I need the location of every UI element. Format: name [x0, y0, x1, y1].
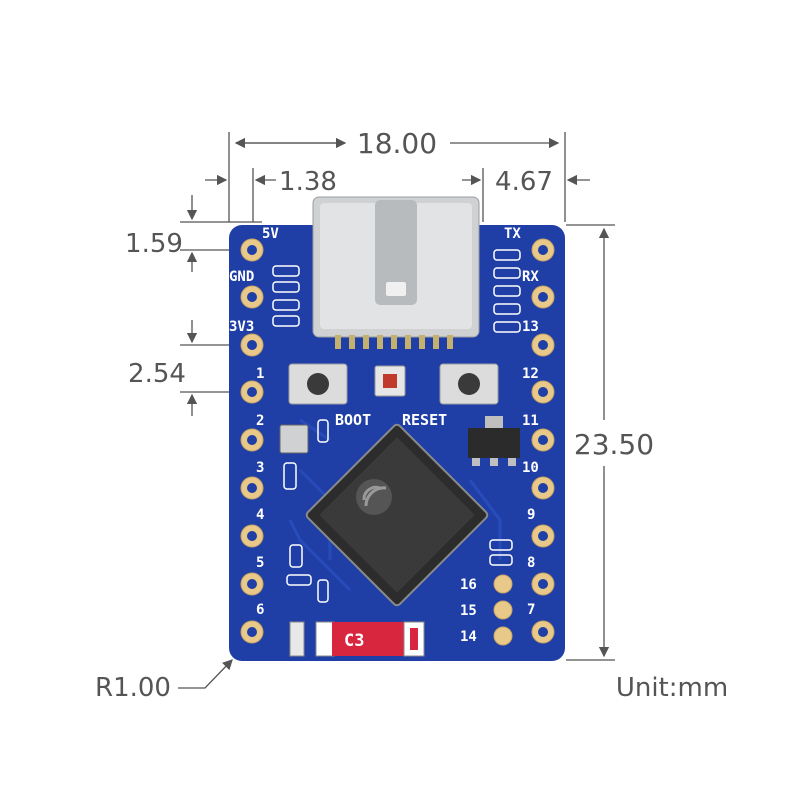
pin-label: 4	[256, 507, 264, 523]
led-die	[383, 374, 397, 388]
pin-label: 13	[522, 319, 539, 335]
voltage-regulator	[468, 416, 520, 466]
left-pin-holes	[240, 238, 264, 644]
pin-label: 10	[522, 460, 539, 476]
unit-label: Unit:mm	[616, 673, 728, 703]
pin-label: 7	[527, 602, 535, 618]
espressif-logo-icon	[356, 479, 392, 515]
right-pin-labels: TX RX 13 12 11 10 9 8 7	[504, 226, 539, 618]
pin-label: RX	[522, 269, 539, 285]
cap-label: C3	[344, 631, 364, 651]
pin-label: 5V	[262, 226, 279, 242]
crystal-oscillator	[279, 424, 309, 454]
corner-radius-label: R1.00	[95, 673, 171, 703]
pin-label: 1	[256, 366, 264, 382]
boot-label: BOOT	[335, 411, 371, 429]
right-pin-holes	[531, 238, 555, 644]
bottom-test-pads	[493, 574, 513, 646]
pad-label: 16	[460, 577, 477, 593]
pin-label: 2	[256, 413, 264, 429]
pin-pitch-dimension-label: 2.54	[128, 359, 186, 389]
pad-label: 14	[460, 629, 477, 645]
esp32-c3-chip	[305, 423, 489, 607]
left-offset-dimension-label: 1.38	[279, 167, 337, 197]
antenna-area	[289, 621, 425, 657]
width-dimension-label: 18.00	[357, 127, 437, 160]
usb-c-connector	[312, 196, 480, 349]
pin-label: GND	[229, 269, 254, 285]
boot-button[interactable]	[288, 363, 348, 405]
pcb-board: 5V GND 3V3 1 2 3 4 5 6 TX RX 13 12 11 10…	[229, 196, 565, 661]
passive-components-left	[272, 265, 300, 327]
passive-components-right	[493, 249, 521, 333]
pin-label: 9	[527, 507, 535, 523]
pin-label: 3	[256, 460, 264, 476]
left-pin-labels: 5V GND 3V3 1 2 3 4 5 6	[229, 226, 279, 618]
reset-label: RESET	[402, 411, 447, 429]
passive-components-lower	[283, 419, 513, 603]
right-offset-dimension-label: 4.67	[495, 167, 553, 197]
top-offset-dimension-label: 1.59	[125, 229, 183, 259]
pin-label: 5	[256, 555, 264, 571]
pin-label: 11	[522, 413, 539, 429]
pin-label: 12	[522, 366, 539, 382]
pin-label: 8	[527, 555, 535, 571]
height-dimension-label: 23.50	[574, 428, 654, 461]
pin-label: 6	[256, 602, 264, 618]
pad-label: 15	[460, 603, 477, 619]
dimension-lines	[178, 132, 615, 689]
pin-label: TX	[504, 226, 521, 242]
reset-button[interactable]	[439, 363, 499, 405]
pin-label: 3V3	[229, 319, 254, 335]
